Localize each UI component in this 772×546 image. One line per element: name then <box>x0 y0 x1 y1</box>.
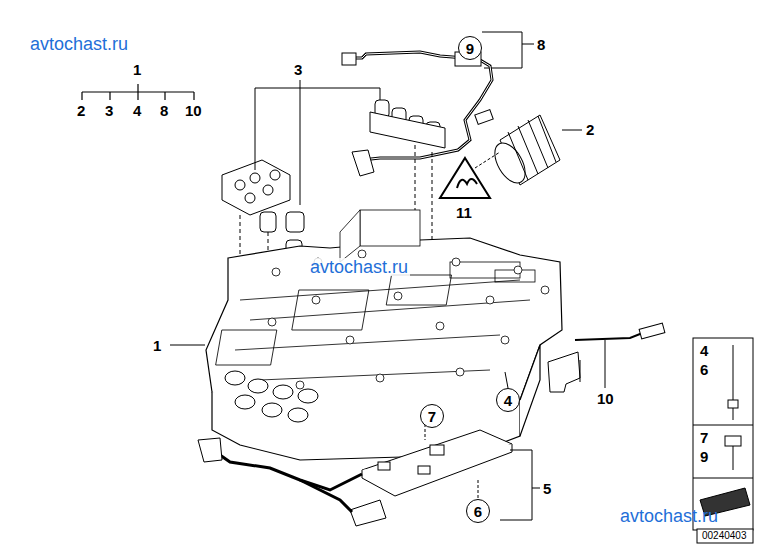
callout-number: 8 <box>160 103 168 118</box>
callout-number: 1 <box>133 62 141 77</box>
callout-number: 1 <box>153 338 161 353</box>
callout-number: 11 <box>456 205 472 220</box>
callout-circle: 7 <box>420 404 444 428</box>
watermark: avtochast.ru <box>308 258 410 276</box>
callout-number: 4 <box>700 343 708 358</box>
callout-number: 6 <box>700 362 708 377</box>
callout-number: 3 <box>105 103 113 118</box>
callout-number: 7 <box>428 409 436 424</box>
watermark: avtochast.ru <box>30 35 128 53</box>
callout-number: 2 <box>77 103 85 118</box>
callout-number: 7 <box>700 430 708 445</box>
callout-number: 5 <box>543 481 551 496</box>
callout-number: 4 <box>504 393 512 408</box>
callout-number: 4 <box>133 103 141 118</box>
callout-number: 9 <box>700 449 708 464</box>
watermark: avtochast.ru <box>620 507 718 525</box>
callout-number: 6 <box>474 504 482 519</box>
callout-circle: 4 <box>496 388 520 412</box>
callout-number: 10 <box>185 103 202 118</box>
callout-number: 10 <box>597 391 614 406</box>
callout-number: 2 <box>586 122 594 137</box>
callout-number: 9 <box>466 41 474 56</box>
callout-circle: 9 <box>458 36 482 60</box>
callout-number: 8 <box>537 37 545 52</box>
drawing-number: 00240403 <box>702 531 747 541</box>
callout-number: 3 <box>294 62 302 77</box>
callout-circle: 6 <box>466 499 490 523</box>
